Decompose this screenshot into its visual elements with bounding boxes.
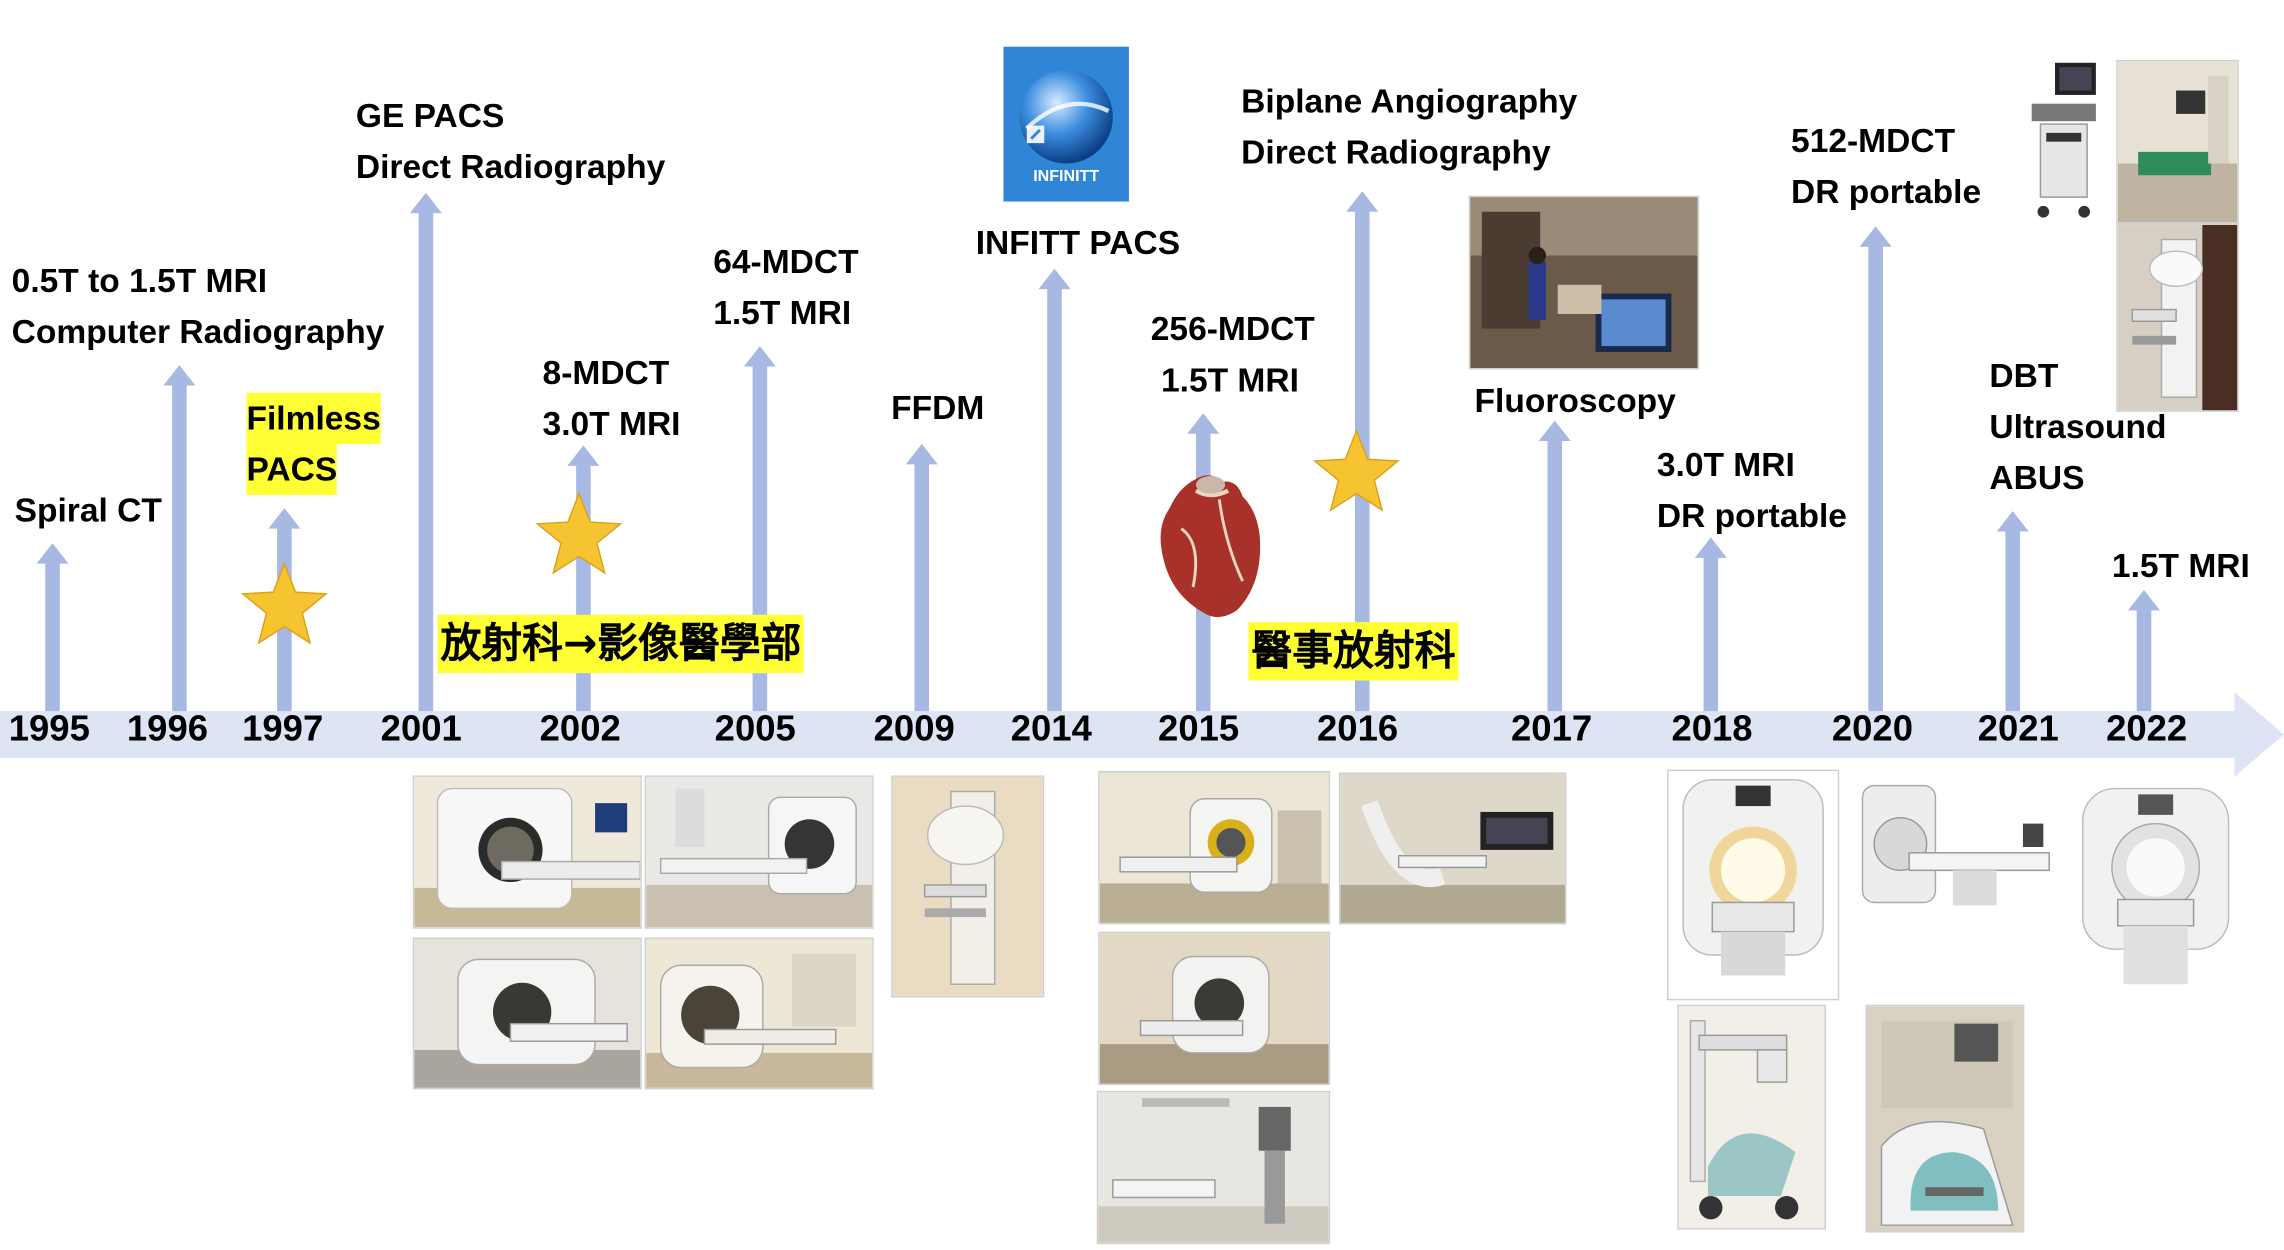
arrow-2005 [743, 346, 776, 712]
year-2014: 2014 [1010, 708, 1092, 750]
year-1996: 1996 [126, 708, 209, 750]
dr-room-photo [1096, 1090, 1331, 1245]
year-2009: 2009 [873, 708, 955, 750]
arrow-2021 [1996, 511, 2029, 712]
event-1997: Filmless PACS [246, 392, 381, 496]
year-2001: 2001 [380, 708, 462, 750]
arrow-1996 [163, 365, 196, 712]
arrow-2009 [905, 443, 938, 712]
event-2018: 3.0T MRI DR portable [1656, 445, 1847, 535]
year-2005: 2005 [714, 708, 796, 750]
event-2005: 64-MDCT 1.5T MRI [713, 242, 859, 332]
event-2021: DBT Ultrasound ABUS [1989, 356, 2167, 497]
mri-15t-photo [1098, 931, 1331, 1086]
year-2016: 2016 [1317, 708, 1399, 750]
infinitt-logo: INFINITT [1003, 46, 1129, 202]
event-2001: GE PACS Direct Radiography [355, 96, 666, 186]
year-2022: 2022 [2106, 708, 2188, 750]
event-2014: INFITT PACS [975, 223, 1181, 262]
star-1997 [240, 561, 328, 645]
event-1995: Spiral CT [14, 490, 162, 529]
dr-portable-photo-2018 [1677, 1004, 1827, 1230]
arrow-2002 [567, 445, 600, 712]
event-2015: 256-MDCT 1.5T MRI [1150, 309, 1315, 399]
star-2002 [535, 491, 623, 575]
year-2015: 2015 [1158, 708, 1240, 750]
year-1995: 1995 [8, 708, 90, 750]
mri-30t-photo [1667, 769, 1840, 1001]
ffdm-mammography-photo [891, 775, 1045, 998]
star-2016 [1312, 428, 1400, 512]
mri-scanner-photo-2 [644, 937, 874, 1090]
arrow-2017 [1538, 420, 1571, 712]
arrow-2018 [1694, 537, 1727, 712]
dbt-mammography-photo [2116, 223, 2239, 412]
event-2020: 512-MDCT DR portable [1791, 121, 1982, 211]
angiography-room-photo [1338, 772, 1567, 925]
event-2016: Biplane Angiography Direct Radiography [1241, 81, 1578, 171]
logo-text: INFINITT [1033, 167, 1099, 185]
event-1996: 0.5T to 1.5T MRI Computer Radiography [11, 261, 385, 351]
mri-15t-2022-photo [2073, 776, 2238, 999]
arrow-1995 [36, 543, 69, 712]
event-2009: FFDM [891, 388, 985, 427]
milestone-2002: 放射科→影像醫學部 [437, 614, 805, 674]
event-2002: 8-MDCT 3.0T MRI [542, 353, 681, 443]
year-2020: 2020 [1831, 708, 1914, 750]
dr-portable-photo-2020 [1865, 1004, 2025, 1233]
fluoroscopy-room-photo [1468, 195, 1700, 370]
heart-model-image [1152, 470, 1266, 622]
ct-512-photo [1850, 771, 2064, 920]
year-2021: 2021 [1977, 708, 2059, 750]
ultrasound-machine-photo [2014, 59, 2111, 224]
arrow-2001 [409, 192, 442, 712]
ct-scanner-photo-1 [412, 775, 642, 929]
timeline-band [0, 692, 2284, 777]
year-2018: 2018 [1671, 708, 1753, 750]
year-2017: 2017 [1511, 708, 1593, 750]
year-1997: 1997 [242, 708, 324, 750]
milestone-2016: 醫事放射科 [1248, 622, 1459, 681]
arrow-2014 [1038, 268, 1071, 712]
event-2017: Fluoroscopy [1474, 381, 1676, 420]
ct-256-photo [1098, 771, 1331, 925]
abus-room-photo [2116, 59, 2239, 224]
event-2022: 1.5T MRI [2111, 546, 2250, 585]
mri-scanner-photo-1 [412, 937, 642, 1090]
year-2002: 2002 [539, 708, 621, 750]
ct-scanner-photo-2 [644, 775, 874, 929]
arrow-2020 [1859, 226, 1892, 712]
arrow-2022 [2127, 589, 2161, 712]
